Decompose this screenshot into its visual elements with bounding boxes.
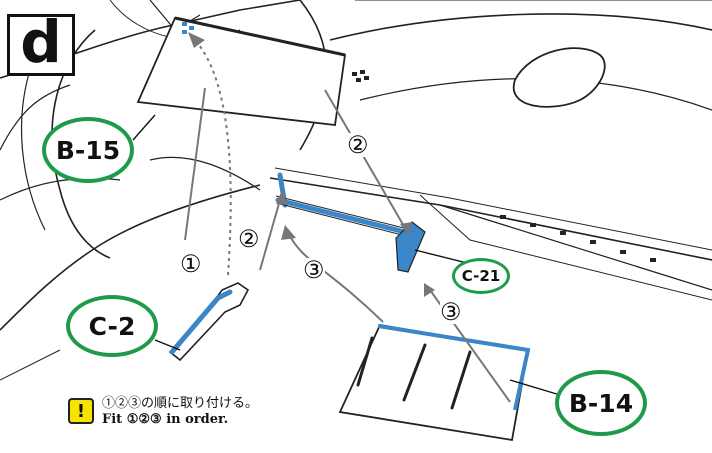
part-b15-panel (136, 16, 347, 126)
warning-icon: ! (68, 398, 94, 424)
order-marker-3a: ③ (303, 256, 325, 284)
order-marker-1: ① (180, 250, 202, 278)
mount-marks (352, 70, 369, 82)
instruction-text-ja: ①②③の順に取り付ける。 (102, 396, 259, 411)
callout-c21: C-21 (452, 258, 510, 294)
callout-b14: B-14 (555, 370, 647, 436)
callout-b14-label: B-14 (568, 388, 634, 418)
callout-b15: B-15 (42, 117, 134, 183)
part-b15-edge (174, 16, 346, 57)
callout-c21-label: C-21 (461, 267, 501, 285)
step-badge: d (7, 8, 75, 76)
part-b14-panel (338, 323, 530, 442)
insert-arrow-b15-head (188, 32, 205, 48)
step-label: d (20, 8, 62, 76)
console-slots (500, 215, 656, 262)
part-c2-highlight (169, 289, 233, 355)
order-marker-2a: ② (238, 225, 260, 253)
assembly-arrow-heads (276, 190, 435, 297)
order-marker-3b: ③ (440, 298, 462, 326)
part-b15-tab (182, 22, 194, 34)
warning-icon-glyph: ! (76, 400, 86, 422)
callout-c2-label: C-2 (88, 311, 136, 341)
part-b14-ribs (356, 336, 472, 410)
instruction-text-en: Fit ①②③ in order. (102, 412, 229, 427)
part-c2-arm (168, 282, 250, 362)
instruction-note: ! ①②③の順に取り付ける。 Fit ①②③ in order. (68, 396, 258, 428)
callout-b15-label: B-15 (55, 135, 121, 165)
vent-oval (512, 47, 606, 108)
car-body (0, 0, 712, 381)
order-marker-2b: ② (347, 131, 369, 159)
insert-arrow-b15 (194, 39, 232, 276)
part-b14-frame (377, 324, 531, 411)
callout-c2: C-2 (66, 295, 158, 357)
hinge-rod-outline (275, 195, 407, 237)
instruction-text: ①②③の順に取り付ける。 Fit ①②③ in order. (102, 396, 258, 428)
